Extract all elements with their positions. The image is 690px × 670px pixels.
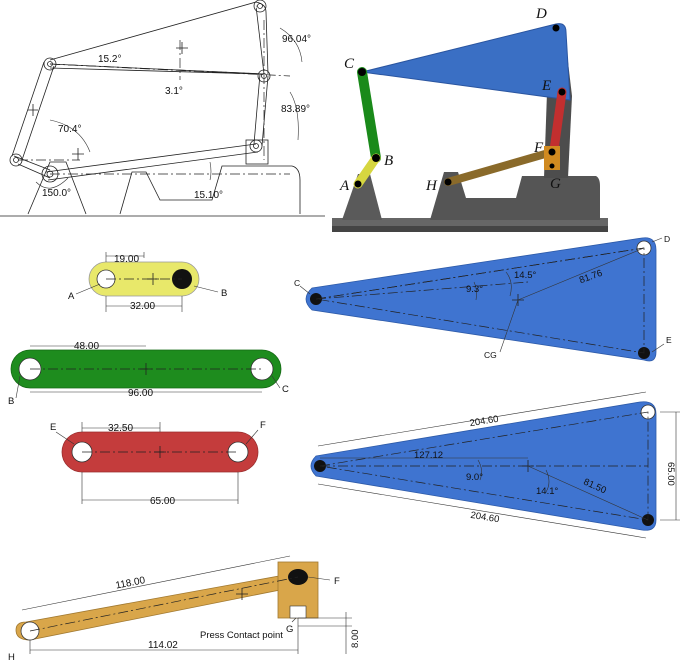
dim-204-6-bottom: 204.60 — [470, 510, 500, 525]
angle-3-1: 3.1° — [165, 86, 183, 97]
angle-150-0: 150.0° — [42, 188, 71, 199]
point-label-b: B — [384, 153, 393, 169]
triangle-plate — [361, 23, 571, 101]
dim-204-6-top: 204.60 — [469, 414, 499, 429]
plate-top-drawing: 14.5° 9.3° 81.76 C D E CG — [294, 234, 672, 362]
label-f-ef: F — [260, 420, 266, 431]
angle-15-10: 15.10° — [194, 190, 223, 201]
label-f-hf: F — [334, 576, 340, 587]
link-ab-drawing: 19.00 32.00 A B — [68, 252, 227, 312]
dim-127-12: 127.12 — [414, 450, 443, 461]
dim-bc-96: 96.00 — [128, 388, 153, 399]
label-d-plate: D — [664, 234, 670, 244]
point-label-e: E — [541, 78, 551, 94]
dim-ef-32-5: 32.50 — [108, 423, 133, 434]
link-bc-drawing: 48.00 96.00 B C — [8, 341, 289, 407]
label-e-ef: E — [50, 422, 56, 433]
link-ef-drawing: 32.50 65.00 E F — [50, 420, 266, 507]
sketch-joints — [9, 0, 271, 183]
base-h-support — [430, 172, 600, 220]
angle-9-3: 9.3° — [466, 284, 483, 295]
sketch-link-hf — [45, 143, 259, 181]
dim-ab-19: 19.00 — [114, 254, 139, 265]
link-bc — [357, 67, 381, 163]
label-a: A — [68, 291, 75, 302]
dim-65: 65.00 — [665, 462, 676, 486]
mechanism-sketch: 15.2° 96.04° 3.1° 83.89° 70.4° 150.0° 15… — [0, 0, 325, 217]
label-h-hf: H — [8, 652, 15, 663]
angle-9-0: 9.0° — [466, 472, 483, 483]
dim-hf-118: 118.00 — [115, 575, 147, 592]
link-hf — [444, 148, 556, 186]
point-label-h: H — [425, 178, 438, 194]
sketch-link-ba — [13, 155, 51, 179]
label-c-plate: C — [294, 278, 300, 288]
plate-top-body — [305, 237, 657, 362]
angle-14-1: 14.1° — [536, 486, 558, 497]
point-label-f: F — [533, 140, 544, 156]
angle-14-5: 14.5° — [514, 270, 536, 281]
angle-96-04: 96.04° — [282, 34, 311, 45]
dim-bc-48: 48.00 — [74, 341, 99, 352]
angle-70-4: 70.4° — [58, 124, 81, 135]
dim-ef-65: 65.00 — [150, 496, 175, 507]
dim-hf-114: 114.02 — [148, 640, 178, 651]
angle-15-2: 15.2° — [98, 54, 121, 65]
dim-hf-8: 8.00 — [350, 630, 361, 649]
link-hf-drawing: 118.00 114.02 8.00 Press Contact point H… — [8, 555, 361, 663]
point-label-g: G — [550, 176, 561, 192]
point-label-c: C — [344, 56, 355, 72]
dim-ab-32: 32.00 — [130, 301, 155, 312]
label-e-plate: E — [666, 335, 672, 345]
link-ab — [353, 153, 381, 189]
point-label-d: D — [535, 6, 547, 22]
label-g-hf: G — [286, 624, 293, 635]
plate-bottom-drawing: 204.60 127.12 65.00 9.0° 14.1° 81.50 204… — [310, 391, 680, 539]
label-b-bc: B — [8, 396, 14, 407]
label-b-ab: B — [221, 288, 227, 299]
base-outline — [27, 161, 301, 215]
plate-outline — [49, 5, 265, 75]
sketch-link-cb — [11, 61, 55, 161]
label-c-bc: C — [282, 384, 289, 395]
angle-83-89: 83.89° — [281, 104, 310, 115]
mechanism-render: D C E B F A H G — [332, 6, 608, 232]
link-ef — [549, 87, 567, 155]
base-a-support — [342, 174, 382, 220]
point-label-a: A — [339, 178, 350, 194]
label-cg: CG — [484, 350, 497, 360]
press-block — [544, 146, 560, 170]
mechanism-joints — [354, 24, 566, 188]
press-contact-label: Press Contact point — [200, 630, 283, 641]
sketch-link-ef — [253, 73, 269, 147]
